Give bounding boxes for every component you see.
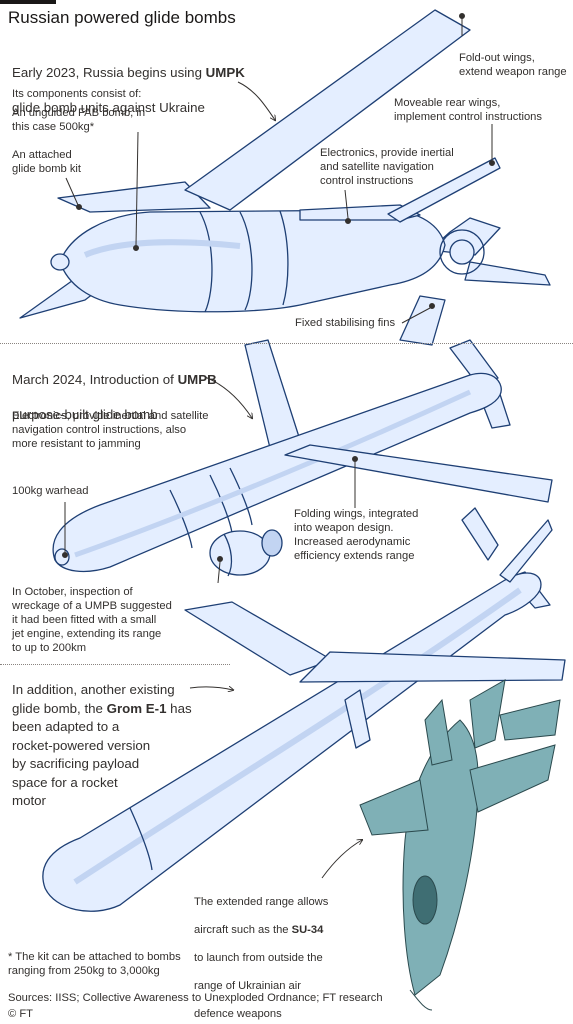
- fins-label: Fixed stabilising fins: [295, 317, 396, 329]
- umpk-bomb: [19, 9, 551, 346]
- leader-umpk: [237, 81, 275, 120]
- warhead-label: 100kg warhead: [12, 485, 89, 497]
- jet-engine-label: In October, inspection of wreckage of a …: [12, 586, 172, 654]
- page-title: Russian powered glide bombs: [8, 8, 236, 27]
- umpb-bomb: [52, 339, 553, 577]
- umpk-right-tail-fin: [464, 261, 551, 286]
- umpb-intro: March 2024, Introduction of UMPB purpose…: [12, 371, 217, 422]
- umpk-nose: [50, 253, 70, 271]
- section-divider-2: [0, 664, 230, 665]
- umpk-body: [59, 209, 446, 313]
- su34-wing-right: [469, 744, 556, 813]
- umpb-back-wing: [244, 339, 301, 449]
- grom-ventral-fin: [344, 689, 371, 749]
- footnote: * The kit can be attached to bombs rangi…: [8, 951, 181, 977]
- leader-grom: [189, 687, 233, 690]
- grom-rear-fin: [499, 519, 553, 583]
- umpk-body-highlight: [83, 239, 241, 258]
- fold-wings-label: Fold-out wings, extend weapon range: [459, 52, 567, 78]
- grom-e1-bomb: [42, 507, 566, 912]
- umpk-intro: Early 2023, Russia begins using UMPK gli…: [12, 64, 245, 115]
- grom-intro: In addition, another existing glide bomb…: [12, 682, 192, 808]
- su34-label: The extended range allows aircraft such …: [194, 896, 329, 1020]
- umpk-electronics-rail: [299, 204, 421, 221]
- su34-tail-left: [424, 698, 453, 766]
- leader-su34: [321, 840, 362, 879]
- umpb-main-wing: [284, 444, 553, 503]
- umpk-upper-wing: [184, 9, 471, 211]
- section-divider-1: [0, 343, 573, 344]
- su-34-aircraft: [359, 679, 561, 1011]
- credit: © FT: [8, 1008, 34, 1020]
- components-heading: Its components consist of:: [12, 88, 142, 100]
- fab-label: An unguided FAB bomb, in this case 500kg…: [12, 107, 146, 133]
- brand-bar: [0, 0, 56, 4]
- umpk-kit-collar: [199, 211, 213, 313]
- su34-canopy: [412, 875, 438, 925]
- umpk-rear-wing: [387, 157, 501, 223]
- su34-tail-right: [469, 679, 506, 749]
- umpk-electronics-label: Electronics, provide inertial and satell…: [320, 147, 454, 187]
- leader-lines: [62, 13, 495, 879]
- kit-label: An attached glide bomb kit: [12, 149, 82, 175]
- grom-main-wing: [299, 651, 566, 683]
- folding-wings-label: Folding wings, integrated into weapon de…: [294, 508, 419, 562]
- su34-stabiliser: [499, 699, 561, 741]
- grom-tail-fin-upper: [461, 507, 499, 561]
- sources: Sources: IISS; Collective Awareness to U…: [8, 992, 383, 1004]
- su34-wing-left: [359, 779, 429, 836]
- umpb-electronics-label: Electronics, provide inertial and satell…: [12, 410, 209, 450]
- rear-wings-label: Moveable rear wings, implement control i…: [394, 97, 542, 123]
- leader-umpb: [204, 376, 252, 418]
